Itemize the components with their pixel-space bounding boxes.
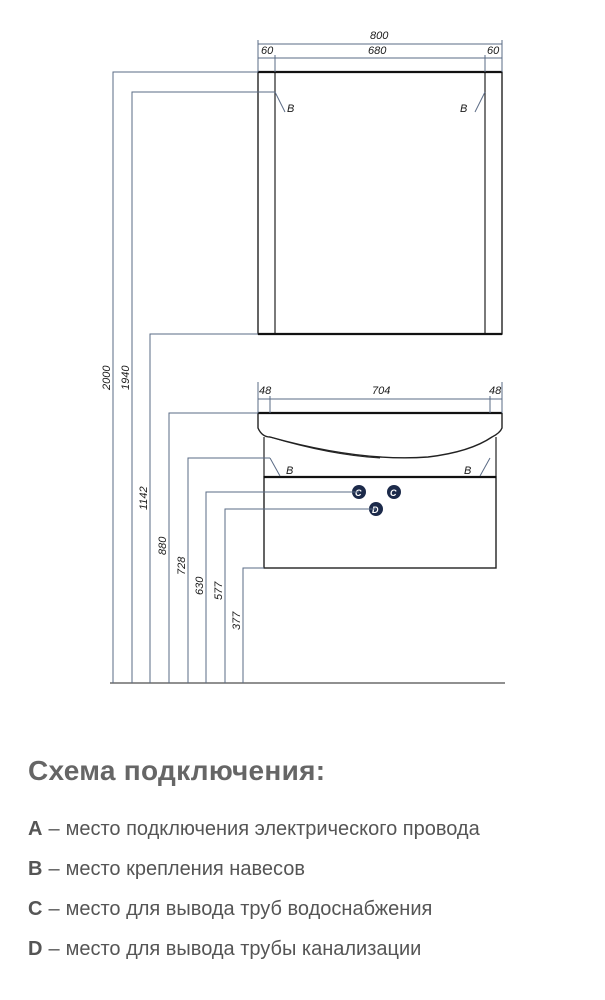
water-marker-right [387,485,401,499]
dim-sink-side-left: 48 [259,385,272,397]
dim-height-2000: 2000 [101,365,113,391]
dim-height-728: 728 [176,556,188,575]
dim-height-1940: 1940 [120,365,132,390]
connection-markers: C C D [352,485,401,516]
cabinet-width-dimensions: 800 60 680 60 [257,30,503,72]
legend-dash: – [48,818,60,840]
legend-text: место для вывода трубы канализации [65,938,422,960]
installation-diagram: 800 60 680 60 B B 48 704 48 [101,30,505,684]
legend-dash: – [48,858,60,880]
legend-title: Схема подключения: [28,755,326,786]
vanity-hanger-label-right: B [464,465,471,477]
vanity-unit [110,411,505,684]
legend-dash: – [48,938,60,960]
legend-text: место крепления навесов [65,858,305,880]
legend-item-b: B–место крепления навесов [28,849,598,889]
legend-item-d: D–место для вывода трубы канализации [28,929,598,969]
dim-cabinet-side-left: 60 [261,45,274,57]
water-marker-left-label: C [355,488,362,498]
vanity-hanger-marks: B B [269,457,491,477]
cabinet-hanger-marks: B B [274,91,486,115]
legend-dash: – [48,898,60,920]
dim-height-577: 577 [213,581,225,600]
height-dimension-labels: 2000 1940 1142 880 728 630 577 377 [101,365,243,630]
cabinet-hanger-label-right: B [460,103,467,115]
legend-letter: D [28,938,43,960]
legend-letter: A [28,818,43,840]
dim-height-630: 630 [194,576,206,595]
height-dimension-lines [112,71,376,683]
dim-cabinet-total-width: 800 [370,30,389,42]
legend-letter: B [28,858,43,880]
drain-marker-label: D [372,505,379,515]
legend-text: место для вывода труб водоснабжения [65,898,433,920]
sink-width-dimensions: 48 704 48 [257,382,503,413]
legend-text: место подключения электрического провода [65,818,480,840]
vanity-hanger-label-left: B [286,465,293,477]
cabinet-hanger-label-left: B [287,103,294,115]
dim-sink-side-right: 48 [489,385,502,397]
water-marker-right-label: C [390,488,397,498]
legend-item-a: A–место подключения электрического прово… [28,809,598,849]
dim-sink-inner-width: 704 [372,385,390,397]
dim-height-880: 880 [157,536,169,555]
dim-height-377: 377 [231,611,243,630]
legend-item-c: C–место для вывода труб водоснабжения [28,889,598,929]
mirror-cabinet [257,70,503,336]
dim-height-1142: 1142 [138,486,150,510]
connection-legend: Схема подключения: A–место подключения э… [28,755,598,969]
legend-letter: C [28,898,43,920]
dim-cabinet-side-right: 60 [487,45,500,57]
dim-cabinet-inner-width: 680 [368,45,387,57]
